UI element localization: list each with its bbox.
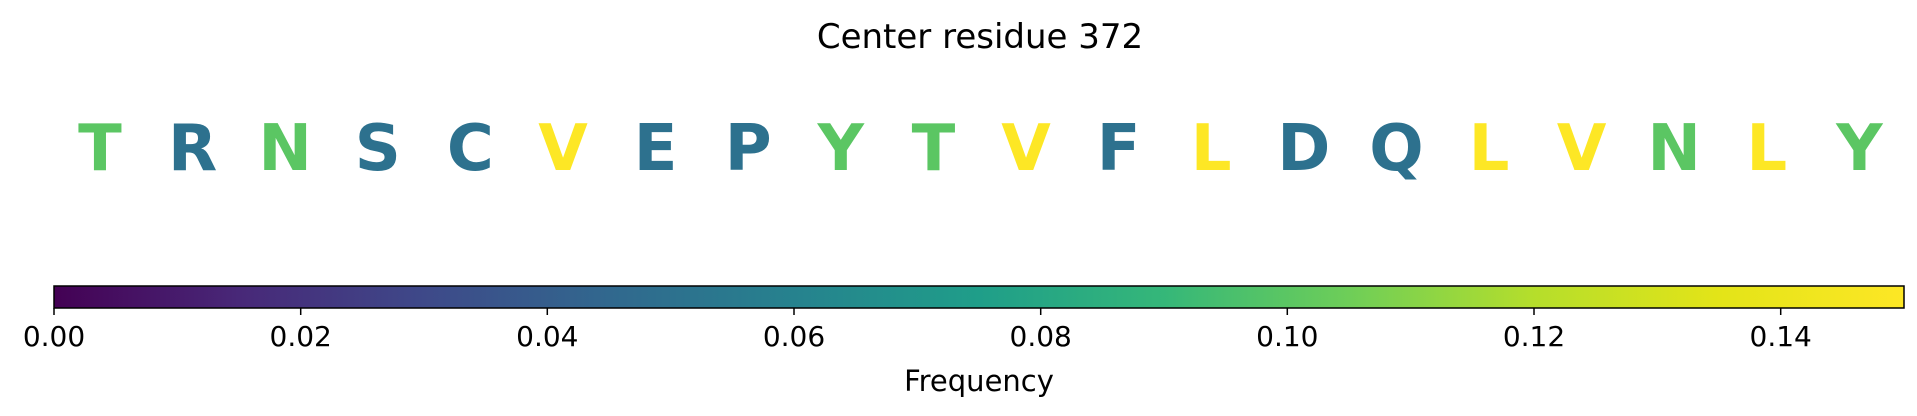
residue-letter-12: F: [1097, 112, 1141, 186]
chart-title: Center residue 372: [817, 17, 1143, 57]
colorbar-tick-label-7: 0.14: [1750, 320, 1812, 353]
colorbar-ticks: 0.00 0.02 0.04 0.06 0.08 0.10 0.12 0.14: [23, 308, 1812, 353]
residue-letter-16: L: [1469, 112, 1510, 186]
residue-letter-1: T: [78, 112, 122, 186]
residue-letter-19: L: [1746, 112, 1787, 186]
residue-letter-4: S: [355, 112, 401, 186]
colorbar-tick-label-0: 0.00: [23, 320, 85, 353]
colorbar: [53, 285, 1905, 309]
colorbar-tick-label-4: 0.08: [1010, 320, 1072, 353]
residue-letter-11: V: [1001, 112, 1051, 186]
residue-letter-15: Q: [1369, 112, 1423, 186]
residue-letter-14: D: [1277, 112, 1330, 186]
residue-letter-10: T: [912, 112, 956, 186]
colorbar-tick-label-6: 0.12: [1503, 320, 1565, 353]
residue-letter-7: E: [634, 112, 678, 186]
colorbar-tick-label-1: 0.02: [270, 320, 332, 353]
residue-letter-18: N: [1647, 112, 1701, 186]
colorbar-tick-label-5: 0.10: [1256, 320, 1318, 353]
colorbar-tick-label-2: 0.04: [516, 320, 578, 353]
residue-letter-5: C: [447, 112, 494, 186]
residue-letter-9: Y: [817, 112, 865, 186]
residue-letter-2: R: [168, 112, 217, 186]
residue-letter-8: P: [725, 112, 772, 186]
residue-letter-3: N: [258, 112, 312, 186]
residue-letter-13: L: [1191, 112, 1232, 186]
residue-letter-17: V: [1557, 112, 1607, 186]
residue-letter-20: Y: [1835, 112, 1883, 186]
colorbar-label: Frequency: [904, 364, 1054, 398]
residue-letter-6: V: [538, 112, 588, 186]
colorbar-tick-label-3: 0.06: [763, 320, 825, 353]
